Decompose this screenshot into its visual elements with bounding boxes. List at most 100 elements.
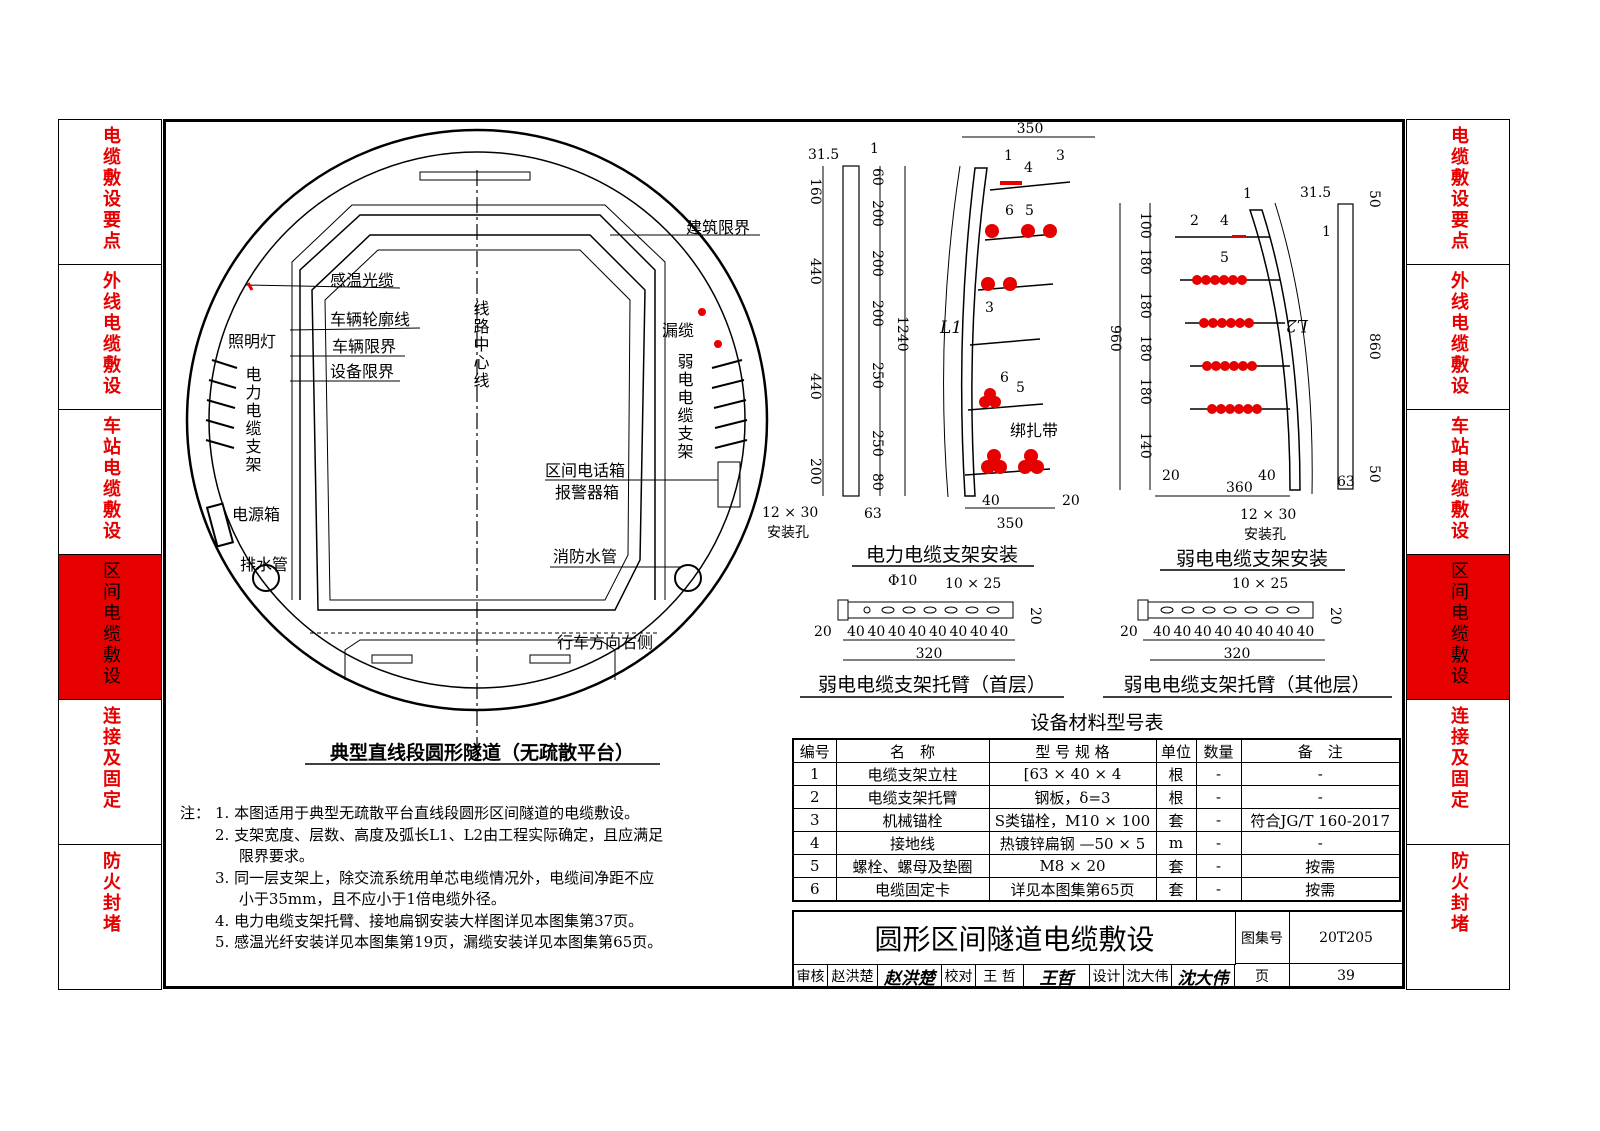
atlas-label: 图集号 — [1235, 912, 1290, 964]
title-block: 圆形区间隧道电缆敷设 图集号 20T205 审核 赵洪楚 赵洪楚 校对 王 哲 … — [792, 910, 1405, 989]
table-cell: - — [1195, 762, 1242, 786]
tab-external-cable[interactable]: 外线电缆敷设 — [1407, 265, 1509, 410]
callout: 6 — [1000, 370, 1009, 386]
table-cell: - — [1195, 808, 1242, 832]
tab-label: 连接及固定 — [100, 706, 121, 811]
label-alarm-box: 报警器箱 — [555, 483, 619, 502]
design-label: 设计 — [1090, 964, 1124, 988]
slot-hole — [1160, 606, 1174, 614]
tab-connection-fixing[interactable]: 连接及固定 — [59, 700, 161, 845]
tab-fire-sealing[interactable]: 防火封堵 — [59, 845, 161, 990]
leaky-cable-marker — [698, 308, 706, 316]
tunnel-title: 典型直线段圆形隧道（无疏散平台） — [330, 741, 634, 764]
tab-label: 车站电缆敷设 — [100, 416, 121, 542]
table-header-row: 编号名 称型 号 规 格单位数量备 注 — [792, 738, 1401, 763]
table-cell: 2 — [792, 785, 837, 809]
table-cell: 型 号 规 格 — [988, 738, 1157, 763]
tab-label: 车站电缆敷设 — [1448, 416, 1469, 542]
dim: 10 × 25 — [945, 576, 1001, 592]
label-lighting: 照明灯 — [228, 332, 276, 351]
dim: 40 — [982, 493, 1000, 509]
dim: 180 — [1137, 248, 1153, 275]
tab-fire-sealing[interactable]: 防火封堵 — [1407, 845, 1509, 990]
table-cell: 4 — [792, 831, 837, 855]
spacing-dim: 40 — [909, 624, 927, 640]
slot-hole — [1244, 606, 1258, 614]
table-cell: 备 注 — [1240, 738, 1401, 763]
dim: 31.5 — [1300, 185, 1331, 201]
weak-bracket-drawing — [1119, 202, 1354, 497]
tab-section-cable[interactable]: 区间电缆敷设 — [59, 555, 161, 700]
callout: 1 — [1004, 148, 1013, 164]
dim: 250 — [869, 362, 885, 389]
dim: 80 — [869, 473, 885, 491]
slot-hole — [965, 606, 979, 614]
callout: 3 — [1056, 148, 1065, 164]
table-cell: - — [1240, 785, 1401, 809]
spacing-dim: 40 — [950, 624, 968, 640]
leaky-cable-marker — [714, 340, 722, 348]
tab-station-cable[interactable]: 车站电缆敷设 — [1407, 410, 1509, 555]
note-line: 限界要求。 — [215, 847, 314, 865]
reviewer: 赵洪楚 — [828, 964, 878, 988]
table-cell: - — [1195, 854, 1242, 878]
table-cell: 按需 — [1240, 854, 1401, 878]
spacing-dim: 40 — [1235, 624, 1253, 640]
tab-connection-fixing[interactable]: 连接及固定 — [1407, 700, 1509, 845]
slot-hole — [944, 606, 958, 614]
dim: 180 — [1137, 335, 1153, 362]
dim: 320 — [916, 646, 943, 662]
label-temp-cable: 感温光缆 — [330, 271, 394, 290]
table-cell: 根 — [1155, 785, 1197, 809]
dim: 350 — [997, 516, 1024, 532]
dim: 31.5 — [808, 147, 839, 163]
tunnel-section — [185, 128, 769, 760]
note-line: 3. 同一层支架上，除交流系统用单芯电缆情况外，电缆间净距不应 — [215, 868, 655, 887]
right-section-tabs: 电缆敷设要点 外线电缆敷设 车站电缆敷设 区间电缆敷设 连接及固定 防火封堵 — [1406, 119, 1510, 990]
tab-external-cable[interactable]: 外线电缆敷设 — [59, 265, 161, 410]
callout: 3 — [985, 300, 994, 316]
dim: 960 — [1107, 325, 1123, 352]
power-bracket-vertical-dims: 160 440 440 200 60 200 200 200 250 250 8… — [807, 168, 910, 491]
label-power-box: 电源箱 — [232, 505, 280, 524]
table-cell: 套 — [1155, 854, 1197, 878]
designer: 沈大伟 — [1124, 964, 1172, 988]
dim: 360 — [1226, 480, 1253, 496]
tab-label: 防火封堵 — [100, 851, 121, 935]
tab-cable-laying-points[interactable]: 电缆敷设要点 — [59, 120, 161, 265]
dim: 12 × 30 — [1240, 507, 1296, 523]
power-cables — [979, 181, 1057, 474]
spacing-dim: 40 — [1215, 624, 1233, 640]
tab-station-cable[interactable]: 车站电缆敷设 — [59, 410, 161, 555]
dim: 20 — [1027, 607, 1043, 625]
check-label: 校对 — [942, 964, 976, 988]
label-equipment-limit: 设备限界 — [330, 362, 394, 381]
dim: 60 — [869, 168, 885, 186]
table-cell: 单位 — [1155, 738, 1197, 763]
checker: 王 哲 — [976, 964, 1024, 988]
spacing-dim: 40 — [929, 624, 947, 640]
table-cell: - — [1240, 831, 1401, 855]
table-cell: 电缆固定卡 — [835, 877, 990, 902]
dim: 安装孔 — [767, 525, 809, 541]
label-building-limit: 建筑限界 — [686, 218, 750, 237]
table-cell: 螺栓、螺母及垫圈 — [835, 854, 990, 878]
tab-section-cable[interactable]: 区间电缆敷设 — [1407, 555, 1509, 700]
callout: 1 — [870, 141, 879, 157]
slot-hole — [863, 606, 871, 614]
slot-hole — [1265, 606, 1279, 614]
tab-label: 电缆敷设要点 — [100, 126, 121, 252]
left-section-tabs: 电缆敷设要点 外线电缆敷设 车站电缆敷设 区间电缆敷设 连接及固定 防火封堵 — [58, 119, 162, 990]
dim: 50 — [1366, 465, 1382, 483]
table-cell: 编号 — [792, 738, 837, 763]
arm-other-dims: 10 × 25 20 20 320 — [1120, 576, 1343, 662]
table-cell: 数量 — [1195, 738, 1242, 763]
tab-cable-laying-points[interactable]: 电缆敷设要点 — [1407, 120, 1509, 265]
